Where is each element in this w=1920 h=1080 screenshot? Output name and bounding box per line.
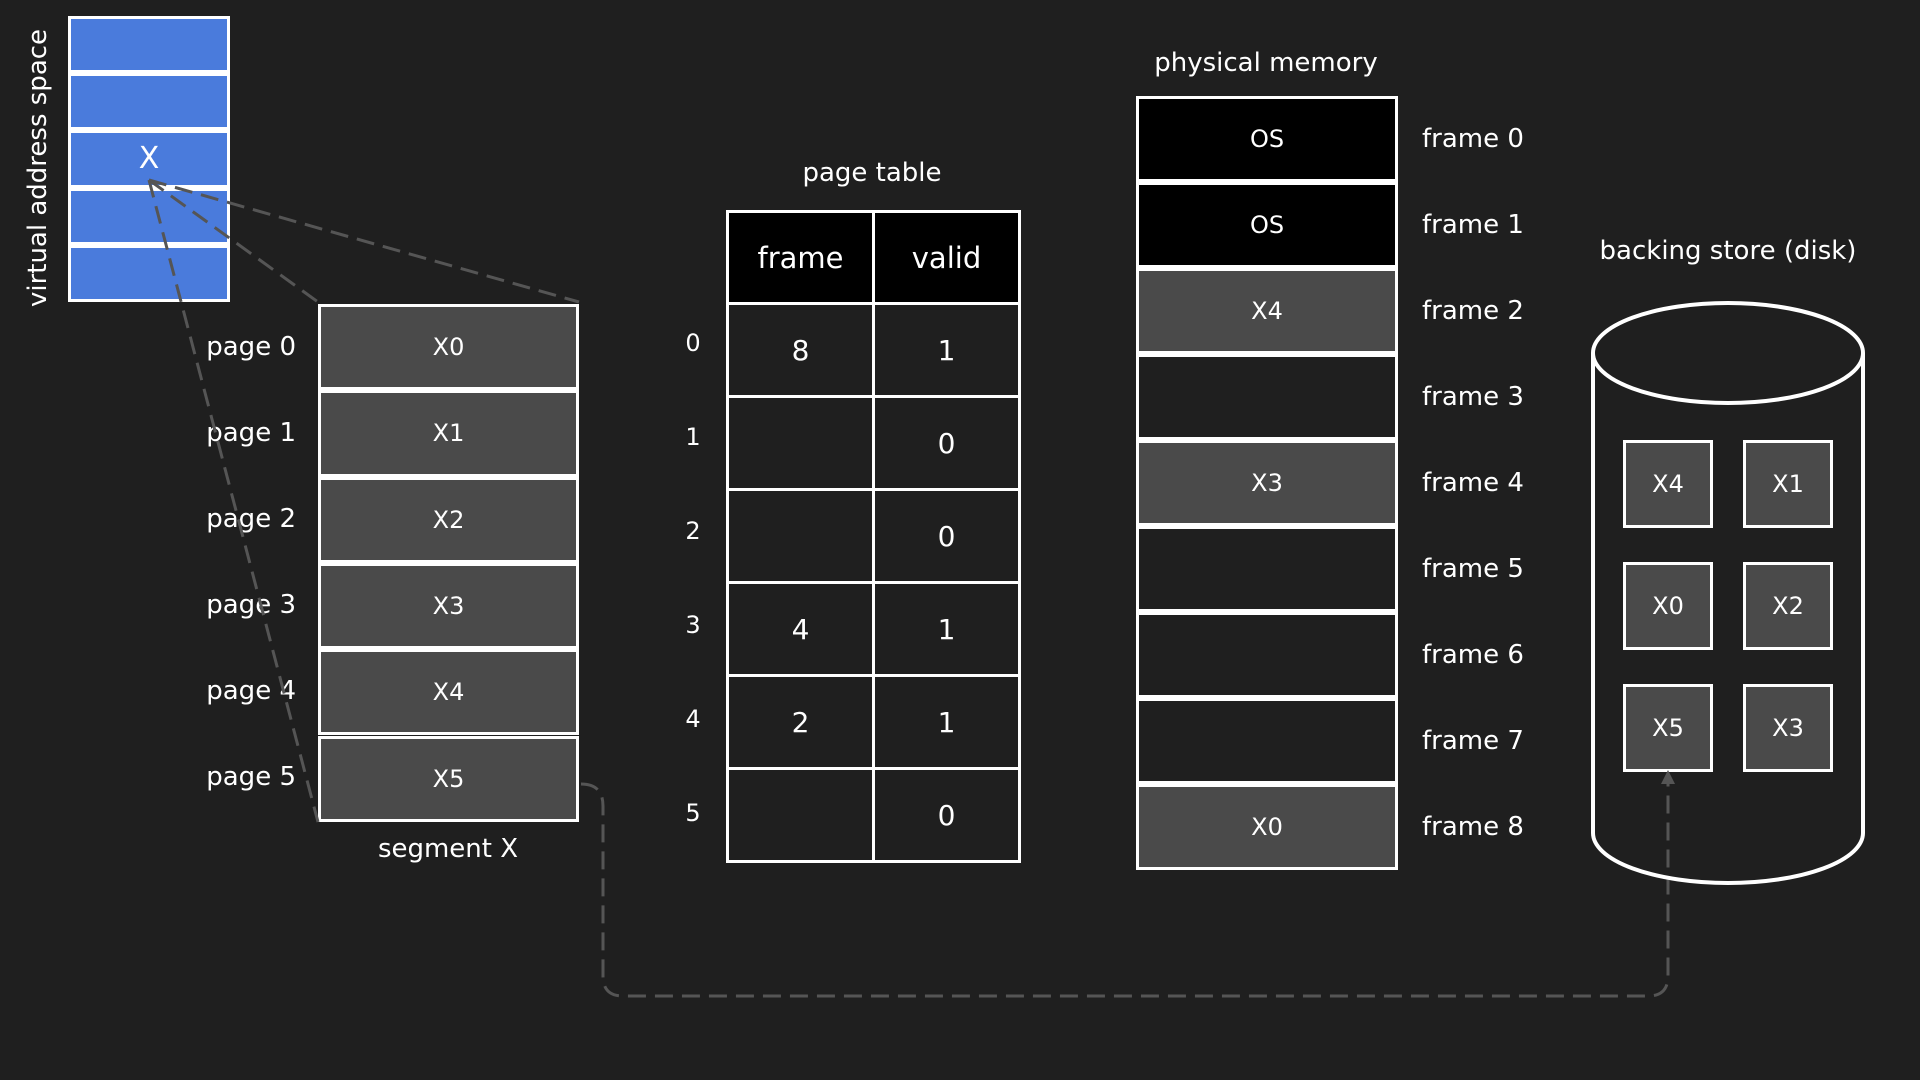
disk-page-block: X2	[1743, 562, 1833, 650]
page-table-frame-cell: 2	[726, 674, 875, 770]
page-label: page 4	[206, 676, 296, 706]
memory-frame-cell	[1136, 612, 1398, 698]
frame-label: frame 6	[1422, 640, 1524, 670]
page-table-row-index: 2	[685, 517, 701, 545]
disk-page-block: X0	[1623, 562, 1713, 650]
page-table-frame-cell: 8	[726, 302, 875, 398]
vas-cell	[68, 16, 230, 74]
frame-label: frame 4	[1422, 468, 1524, 498]
page-table-valid-cell: 0	[872, 767, 1021, 863]
page-table-row-index: 5	[685, 799, 701, 827]
frame-label: frame 0	[1422, 124, 1524, 154]
memory-frame-cell: X3	[1136, 440, 1398, 526]
virtual-address-space-label: virtual address space	[23, 28, 53, 308]
frame-label: frame 3	[1422, 382, 1524, 412]
page-table-frame-cell	[726, 767, 875, 863]
page-table-title: page table	[802, 158, 942, 188]
segment-page-cell: X0	[318, 304, 579, 391]
frame-label: frame 7	[1422, 726, 1524, 756]
page-table-frame-cell	[726, 395, 875, 491]
frame-label: frame 1	[1422, 210, 1524, 240]
page-table-valid-cell: 0	[872, 395, 1021, 491]
memory-frame-cell	[1136, 354, 1398, 440]
page-table-valid-cell: 0	[872, 488, 1021, 584]
page-table-valid-cell: 1	[872, 302, 1021, 398]
swap-arrowhead-icon	[1661, 770, 1675, 784]
page-table-valid-cell: 1	[872, 674, 1021, 770]
disk-page-block: X5	[1623, 684, 1713, 772]
page-table-row-index: 0	[685, 329, 701, 357]
virtual-address-space: X	[68, 16, 230, 302]
memory-frame-cell: X0	[1136, 784, 1398, 870]
disk-page-block: X3	[1743, 684, 1833, 772]
vas-cell-segment-x: X	[68, 130, 230, 188]
frame-label: frame 5	[1422, 554, 1524, 584]
vas-cell	[68, 244, 230, 302]
page-label: page 3	[206, 590, 296, 620]
page-label: page 5	[206, 762, 296, 792]
segment-page-cell: X5	[318, 735, 579, 822]
page-table-valid-cell: 1	[872, 581, 1021, 677]
page-label: page 2	[206, 504, 296, 534]
segment-x: X0 X1 X2 X3 X4 X5	[318, 304, 579, 822]
page-label: page 1	[206, 418, 296, 448]
backing-store-title: backing store (disk)	[1599, 236, 1857, 266]
memory-frame-cell: X4	[1136, 268, 1398, 354]
page-table-row-index: 3	[685, 611, 701, 639]
segment-page-cell: X4	[318, 649, 579, 736]
segment-caption: segment X	[377, 834, 519, 864]
memory-frame-cell: OS	[1136, 96, 1398, 182]
page-table-row-index: 4	[685, 705, 701, 733]
memory-frame-cell: OS	[1136, 182, 1398, 268]
vas-cell	[68, 187, 230, 245]
page-table-header-valid: valid	[872, 210, 1021, 305]
physical-memory-title: physical memory	[1154, 48, 1378, 78]
page-table-frame-cell: 4	[726, 581, 875, 677]
segment-page-cell: X2	[318, 476, 579, 563]
disk-page-block: X4	[1623, 440, 1713, 528]
disk-page-block: X1	[1743, 440, 1833, 528]
page-table-frame-cell	[726, 488, 875, 584]
memory-frame-cell	[1136, 698, 1398, 784]
page-label: page 0	[206, 332, 296, 362]
memory-frame-cell	[1136, 526, 1398, 612]
page-table-header-frame: frame	[726, 210, 875, 305]
frame-label: frame 2	[1422, 296, 1524, 326]
page-table-row-index: 1	[685, 423, 701, 451]
segment-page-cell: X1	[318, 390, 579, 477]
vas-cell	[68, 73, 230, 131]
frame-label: frame 8	[1422, 812, 1524, 842]
segment-page-cell: X3	[318, 562, 579, 650]
